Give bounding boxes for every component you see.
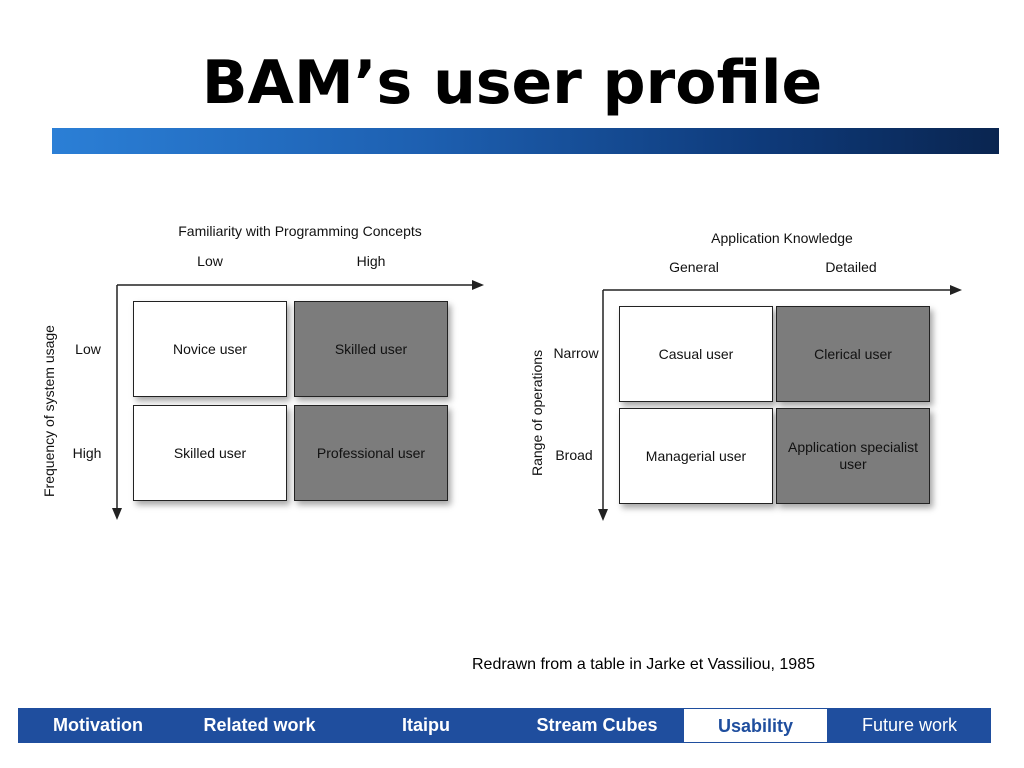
nav-item-motivation[interactable]: Motivation <box>53 715 143 735</box>
slide-title: BAM’s user profile <box>201 48 823 118</box>
row-label: High <box>72 445 102 461</box>
column-label: General <box>669 259 719 275</box>
section-nav-bar: Motivation Related work Itaipu Stream Cu… <box>18 708 991 743</box>
quadrant-cell: Application specialist user <box>776 408 930 504</box>
column-label: Low <box>197 253 223 269</box>
source-caption: Redrawn from a table in Jarke et Vassili… <box>472 656 815 673</box>
row-label: Low <box>75 341 101 357</box>
top-axis-title: Application Knowledge <box>711 230 853 246</box>
nav-item-related-work[interactable]: Related work <box>203 715 316 735</box>
quadrant-cell: Professional user <box>294 405 448 501</box>
quadrant-cell: Novice user <box>133 301 287 397</box>
nav-item-stream-cubes[interactable]: Stream Cubes <box>536 715 658 735</box>
column-label: High <box>356 253 386 269</box>
quadrant-cell: Clerical user <box>776 306 930 402</box>
title-underline-bar <box>52 128 999 154</box>
nav-item-usability[interactable]: Usability <box>683 708 828 743</box>
row-label: Broad <box>555 447 593 463</box>
top-axis-title: Familiarity with Programming Concepts <box>178 223 422 239</box>
nav-item-itaipu[interactable]: Itaipu <box>402 715 450 735</box>
nav-item-future-work[interactable]: Future work <box>861 715 958 735</box>
column-label: Detailed <box>825 259 877 275</box>
row-label: Narrow <box>553 345 599 361</box>
quadrant-cell: Managerial user <box>619 408 773 504</box>
quadrant-cell: Skilled user <box>133 405 287 501</box>
quadrant-cell: Skilled user <box>294 301 448 397</box>
quadrant-cell: Casual user <box>619 306 773 402</box>
